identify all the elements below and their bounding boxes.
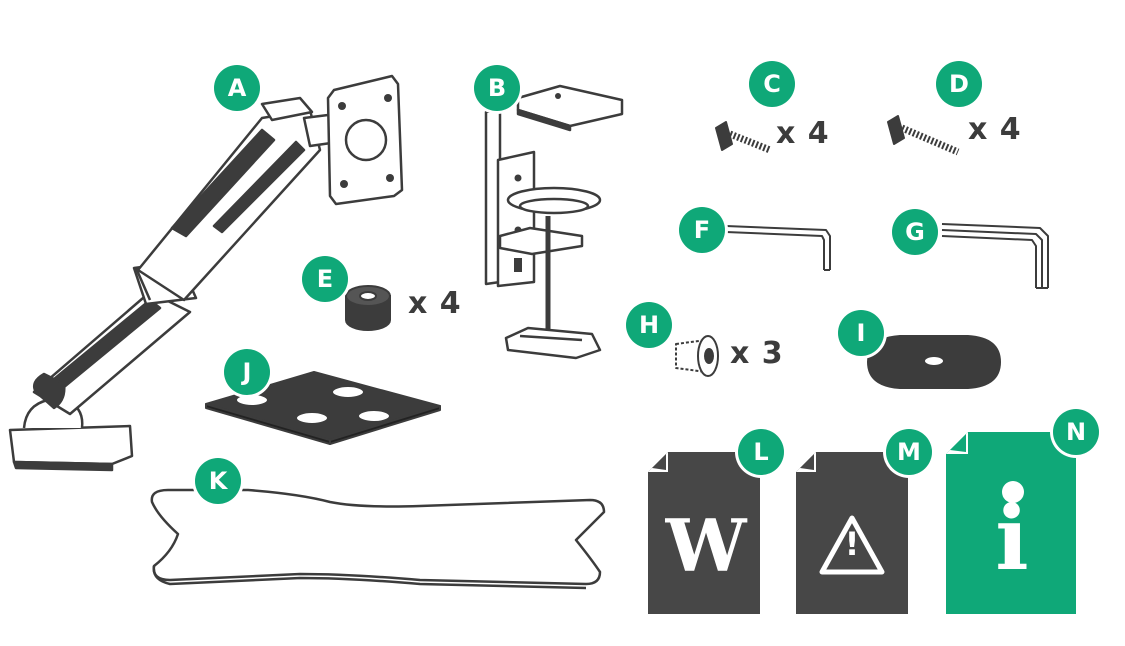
short-screw-icon	[715, 121, 772, 154]
badge-i: I	[838, 310, 884, 356]
warranty-glyph: W	[665, 503, 747, 588]
base-plate-icon	[205, 371, 441, 445]
spacer-icon	[345, 285, 391, 331]
badge-h: H	[626, 302, 672, 348]
long-screw-icon	[887, 115, 960, 156]
warning-document-icon	[796, 452, 908, 614]
qty-e: x 4	[408, 286, 462, 321]
badge-e: E	[302, 256, 348, 302]
badge-m: M	[886, 429, 932, 475]
qty-h: x 3	[730, 336, 784, 371]
badge-n: N	[1053, 409, 1099, 455]
warning-glyph: !	[844, 525, 860, 563]
badge-a: A	[214, 65, 260, 111]
badge-b: B	[474, 65, 520, 111]
flat-head-screw-icon	[675, 335, 719, 377]
badge-k: K	[195, 458, 241, 504]
badge-l: L	[738, 429, 784, 475]
cable-strap-icon	[150, 488, 606, 590]
badge-c: C	[749, 61, 795, 107]
rubber-pad-icon	[866, 335, 1002, 389]
badge-j: J	[224, 349, 270, 395]
desk-clamp-icon	[484, 84, 624, 360]
badge-f: F	[679, 207, 725, 253]
badge-d: D	[936, 61, 982, 107]
monitor-arm-icon	[8, 74, 404, 472]
qty-d: x 4	[968, 112, 1022, 147]
qty-c: x 4	[776, 116, 830, 151]
small-allen-key-icon	[725, 225, 831, 271]
large-allen-key-icon	[941, 223, 1049, 289]
info-document-icon	[946, 432, 1076, 614]
info-glyph: i	[995, 486, 1029, 590]
warranty-document-icon	[648, 452, 760, 614]
badge-g: G	[892, 209, 938, 255]
